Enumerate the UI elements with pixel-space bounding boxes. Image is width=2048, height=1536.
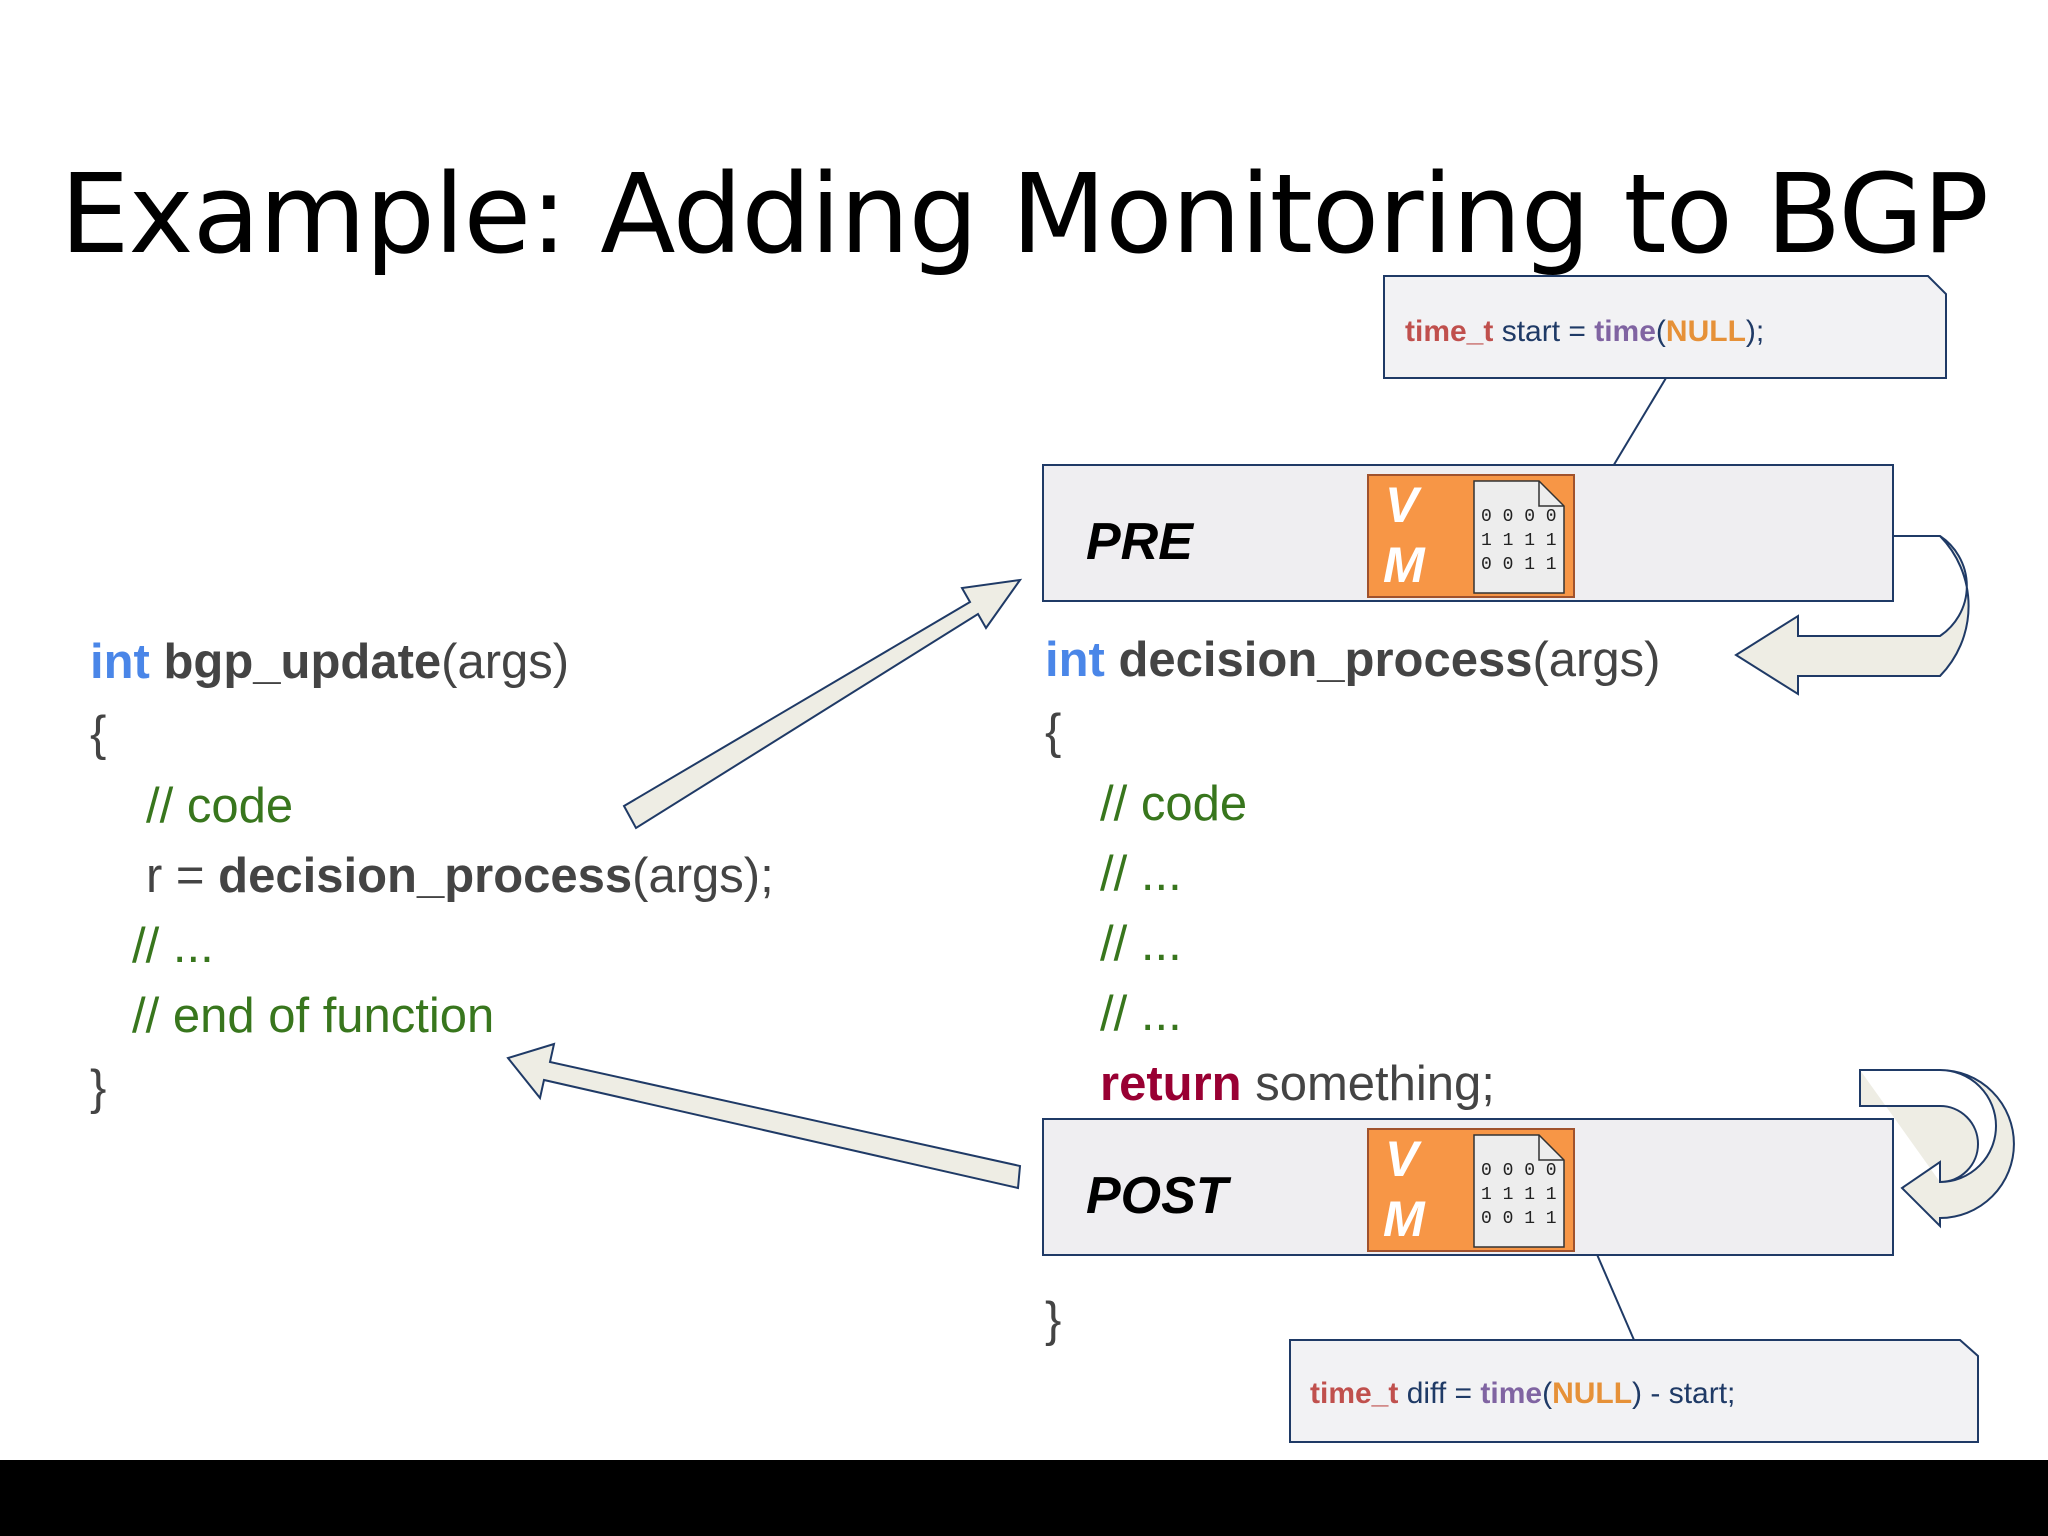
call-function-name: decision_process xyxy=(218,849,633,903)
open-brace: { xyxy=(90,707,107,761)
pre-vm-block: V M 0 0 0 0 1 1 1 1 0 0 1 1 xyxy=(1367,474,1575,598)
paren-close: ); xyxy=(1745,315,1765,348)
post-entry-arrow xyxy=(1859,1069,2015,1229)
paren-close-minus-start: ) - start; xyxy=(1632,1377,1736,1410)
comment-ellipsis-2: // ... xyxy=(1100,917,1182,971)
return-value: something; xyxy=(1241,1057,1495,1111)
bytecode-document-icon: 0 0 0 0 1 1 1 1 0 0 1 1 xyxy=(1473,480,1565,594)
type-time-t: time_t xyxy=(1310,1377,1399,1410)
comment-ellipsis: // ... xyxy=(132,919,214,973)
assign-prefix: r = xyxy=(146,849,219,903)
bits-row-2: 1 1 1 1 xyxy=(1481,1185,1557,1205)
bits-row-1: 0 0 0 0 xyxy=(1481,507,1557,527)
vm-letter-m: M xyxy=(1383,1191,1425,1247)
vm-letter-v: V xyxy=(1385,1131,1419,1187)
paren-open: ( xyxy=(1655,315,1666,348)
type-time-t: time_t xyxy=(1405,315,1494,348)
comment-code: // code xyxy=(1100,777,1248,831)
null-literal: NULL xyxy=(1552,1377,1633,1410)
open-brace: { xyxy=(1045,705,1062,759)
keyword-int: int xyxy=(1045,633,1105,687)
return-line: return something; xyxy=(1100,1060,1495,1109)
call-line: r = decision_process(args); xyxy=(146,852,774,901)
var-start: start = xyxy=(1493,315,1595,348)
comment-code: // code xyxy=(146,779,294,833)
pre-hook-box: PRE V M 0 0 0 0 1 1 1 1 0 0 1 1 xyxy=(1042,464,1894,602)
function-args: (args) xyxy=(441,635,570,689)
slide-title: Example: Adding Monitoring to BGP xyxy=(60,150,1989,278)
arrow-to-pre xyxy=(622,578,1023,830)
bits-row-3: 0 0 1 1 xyxy=(1481,1209,1557,1229)
bottom-black-bar xyxy=(0,1460,2048,1536)
slide: Example: Adding Monitoring to BGP int bg… xyxy=(60,150,2015,1443)
post-callout-code: time_t diff = time(NULL) - start; xyxy=(1310,1377,1735,1411)
pre-callout-code: time_t start = time(NULL); xyxy=(1405,315,1764,349)
pre-hook-label: PRE xyxy=(1086,513,1193,571)
bits-row-1: 0 0 0 0 xyxy=(1481,1161,1557,1181)
comment-ellipsis-3: // ... xyxy=(1100,987,1182,1041)
close-brace: } xyxy=(90,1061,107,1115)
bits-row-3: 0 0 1 1 xyxy=(1481,555,1557,575)
bits-row-2: 1 1 1 1 xyxy=(1481,531,1557,551)
keyword-return: return xyxy=(1100,1057,1242,1111)
keyword-int: int xyxy=(90,635,150,689)
pre-return-arrow xyxy=(1734,535,1970,696)
post-hook-label: POST xyxy=(1086,1167,1228,1225)
arrows-layer xyxy=(506,377,2015,1341)
function-name: decision_process xyxy=(1118,633,1533,687)
comment-ellipsis-1: // ... xyxy=(1100,847,1182,901)
bgp-update-signature: int bgp_update(args) xyxy=(90,638,569,687)
fn-time: time xyxy=(1480,1377,1543,1410)
function-args: (args) xyxy=(1532,633,1661,687)
bytecode-document-icon: 0 0 0 0 1 1 1 1 0 0 1 1 xyxy=(1473,1134,1565,1248)
vm-letter-v: V xyxy=(1385,477,1419,533)
call-args: (args); xyxy=(632,849,774,903)
var-diff: diff = xyxy=(1398,1377,1481,1410)
fn-time: time xyxy=(1594,315,1656,348)
post-vm-block: V M 0 0 0 0 1 1 1 1 0 0 1 1 xyxy=(1367,1128,1575,1252)
null-literal: NULL xyxy=(1665,315,1746,348)
close-brace: } xyxy=(1045,1293,1062,1347)
arrow-from-post xyxy=(506,1042,1022,1190)
function-name: bgp_update xyxy=(163,635,442,689)
paren-open: ( xyxy=(1542,1377,1553,1410)
vm-letter-m: M xyxy=(1383,537,1425,593)
post-hook-box: POST V M 0 0 0 0 1 1 1 1 0 0 1 1 xyxy=(1042,1118,1894,1256)
comment-end-of-function: // end of function xyxy=(132,989,495,1043)
decision-process-signature: int decision_process(args) xyxy=(1045,636,1660,685)
